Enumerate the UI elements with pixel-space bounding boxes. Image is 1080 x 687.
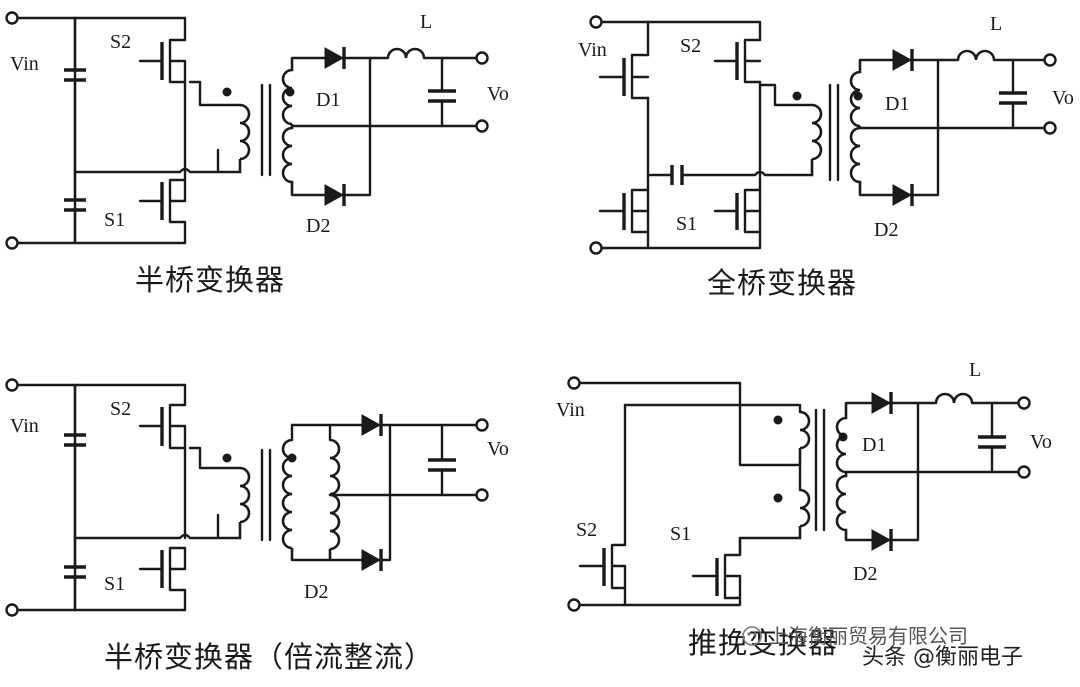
vo-label: Vo xyxy=(487,83,509,105)
d1-label: D1 xyxy=(885,93,909,115)
vo-label: Vo xyxy=(1030,431,1052,453)
push-pull-converter: Vin S2 S1 D1 D2 L Vo 推挽变换器 xyxy=(556,359,1052,660)
s1-label: S1 xyxy=(670,523,691,545)
caption-full-bridge: 全桥变换器 xyxy=(707,266,857,300)
s1-label: S1 xyxy=(676,213,697,235)
s2-label: S2 xyxy=(576,519,597,541)
watermark: 上海衡丽贸易有限公司 头条 @衡丽电子 xyxy=(742,624,1023,670)
d2-label: D2 xyxy=(304,581,328,603)
s1-label: S1 xyxy=(104,573,125,595)
vo-label: Vo xyxy=(1052,87,1074,109)
d1-label: D1 xyxy=(862,434,886,456)
vin-label: Vin xyxy=(556,399,585,421)
vin-label: Vin xyxy=(10,53,39,75)
d2-label: D2 xyxy=(874,219,898,241)
inductor-label: L xyxy=(420,11,432,33)
s2-label: S2 xyxy=(110,398,131,420)
s2-label: S2 xyxy=(680,35,701,57)
vin-label: Vin xyxy=(10,415,39,437)
half-bridge-converter: Vin S2 S1 D1 D2 L Vo 半桥变换器 xyxy=(5,11,509,297)
watermark-logo-icon xyxy=(742,626,762,646)
inductor-label: L xyxy=(969,359,981,381)
d1-label: D1 xyxy=(316,89,340,111)
watermark-company: 上海衡丽贸易有限公司 xyxy=(768,624,968,648)
d2-label: D2 xyxy=(853,563,877,585)
vo-label: Vo xyxy=(487,438,509,460)
s1-label: S1 xyxy=(104,209,125,231)
s2-label: S2 xyxy=(110,31,131,53)
d2-label: D2 xyxy=(306,215,330,237)
half-bridge-current-doubler-converter: Vin S2 S1 D2 Vo 半桥变换器（倍流整流） xyxy=(5,378,509,674)
caption-push-pull: 推挽变换器 xyxy=(688,626,838,660)
watermark-source: 头条 @衡丽电子 xyxy=(862,645,1023,670)
caption-half-bridge-current-doubler: 半桥变换器（倍流整流） xyxy=(104,640,434,674)
vin-label: Vin xyxy=(578,39,607,61)
caption-half-bridge: 半桥变换器 xyxy=(135,263,285,297)
inductor-label: L xyxy=(990,13,1002,35)
full-bridge-converter: Vin S2 S1 D1 D2 L Vo 全桥变换器 xyxy=(578,13,1074,300)
